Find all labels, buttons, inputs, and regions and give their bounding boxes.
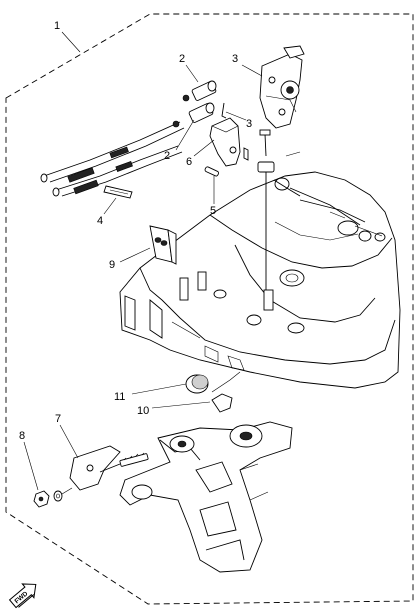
callout-9: 9 <box>109 259 115 271</box>
washer <box>53 490 63 502</box>
assembly-boundary <box>5 13 414 605</box>
callout-2-lower: 2 <box>164 150 170 162</box>
nut <box>33 490 50 508</box>
pin-small <box>204 166 219 177</box>
callout-3-pin: 3 <box>246 118 252 130</box>
bolt-and-link <box>257 129 301 290</box>
callout-6: 6 <box>186 156 192 168</box>
pin <box>221 102 227 119</box>
fwd-arrow-badge: FWD <box>8 583 37 609</box>
cable-clamp <box>149 225 177 265</box>
cable-plate <box>69 445 121 491</box>
bolt-stud <box>99 452 149 473</box>
callout-8: 8 <box>19 430 25 442</box>
control-cables <box>40 121 185 197</box>
grommet-small <box>211 393 233 413</box>
cable-joint-upper <box>182 80 217 102</box>
leader-lines <box>23 31 263 491</box>
callout-4: 4 <box>97 215 103 227</box>
caution-label <box>103 185 133 199</box>
callout-10: 10 <box>137 405 149 417</box>
grommet-large <box>185 374 209 394</box>
callout-3-bracket: 3 <box>232 53 238 65</box>
callout-11: 11 <box>114 391 125 403</box>
callout-2-upper: 2 <box>179 53 185 65</box>
callout-5: 5 <box>210 205 216 217</box>
bottom-cowling <box>119 171 401 389</box>
cable-joint-lower <box>172 102 215 128</box>
callout-1: 1 <box>54 20 60 32</box>
callout-7: 7 <box>55 413 61 425</box>
cable-holder <box>209 117 249 167</box>
control-bracket <box>259 45 305 129</box>
bracket-assembly <box>119 421 293 573</box>
